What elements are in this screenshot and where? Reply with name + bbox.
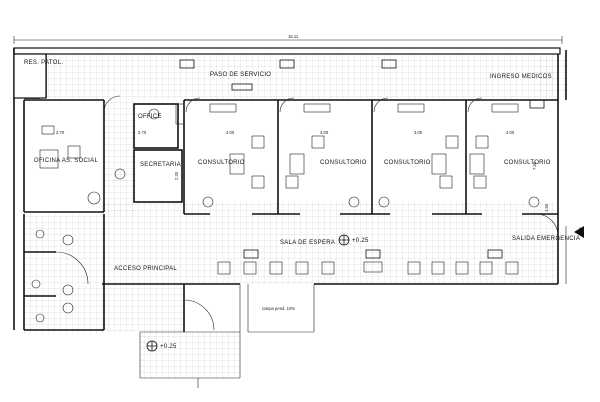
overall-dimension: 16.11 xyxy=(13,34,563,44)
consultorio1-width-label: 3.00 xyxy=(226,130,235,135)
consultorio3-width-label: 3.00 xyxy=(414,130,423,135)
level-markers: +0.25 +0.25 xyxy=(146,234,369,352)
secretaria-label: SECRETARIA xyxy=(140,162,181,168)
right-height-label: 7.80 xyxy=(532,161,537,170)
oficina-social-label: OFICINA AS. SOCIAL xyxy=(34,158,98,164)
section-marker: A xyxy=(565,226,584,284)
consultorio-1-label: CONSULTORIO xyxy=(198,160,245,166)
overall-width-label: 16.11 xyxy=(288,34,299,39)
consultorio-3-label: CONSULTORIO xyxy=(384,160,431,166)
door-swings xyxy=(55,95,559,331)
walls xyxy=(13,47,567,388)
dimension-marks: 2.70 2.70 3.00 3.00 3.00 3.00 2.30 7.80 … xyxy=(56,130,549,212)
res-patol-label: RES. PATOL. xyxy=(24,60,63,66)
office-width-label: 2.70 xyxy=(138,130,147,135)
room-labels: RES. PATOL. PASO DE SERVICIO INGRESO MED… xyxy=(24,60,580,311)
section-a-label: A xyxy=(578,228,582,234)
paso-servicio-label: PASO DE SERVICIO xyxy=(210,72,271,78)
rampa-label: rampa pend. 10% xyxy=(262,306,295,311)
hall-level-label: +0.25 xyxy=(352,238,369,244)
consultorio2-width-label: 3.00 xyxy=(320,130,329,135)
salida-emergencia-label: SALIDA EMERGENCIA xyxy=(512,236,580,242)
consultorio-2-label: CONSULTORIO xyxy=(320,160,367,166)
office-label: OFFICE xyxy=(138,114,162,120)
secretaria-height-label: 2.30 xyxy=(174,171,179,180)
exterior-level-label: +0.25 xyxy=(160,344,177,350)
consultorio4-width-label: 3.00 xyxy=(506,130,515,135)
ingreso-medicos-label: INGRESO MEDICOS xyxy=(490,74,552,80)
consultorio-4-label: CONSULTORIO xyxy=(504,160,551,166)
oficina-width-label: 2.70 xyxy=(56,130,65,135)
sala-espera-label: SALA DE ESPERA xyxy=(280,240,335,246)
furniture xyxy=(31,103,540,323)
acceso-principal-label: ACCESO PRINCIPAL xyxy=(114,266,177,272)
tiled-floors xyxy=(24,54,568,378)
ceiling-markers xyxy=(179,59,545,259)
right-side-label: 1.50 xyxy=(544,203,549,212)
